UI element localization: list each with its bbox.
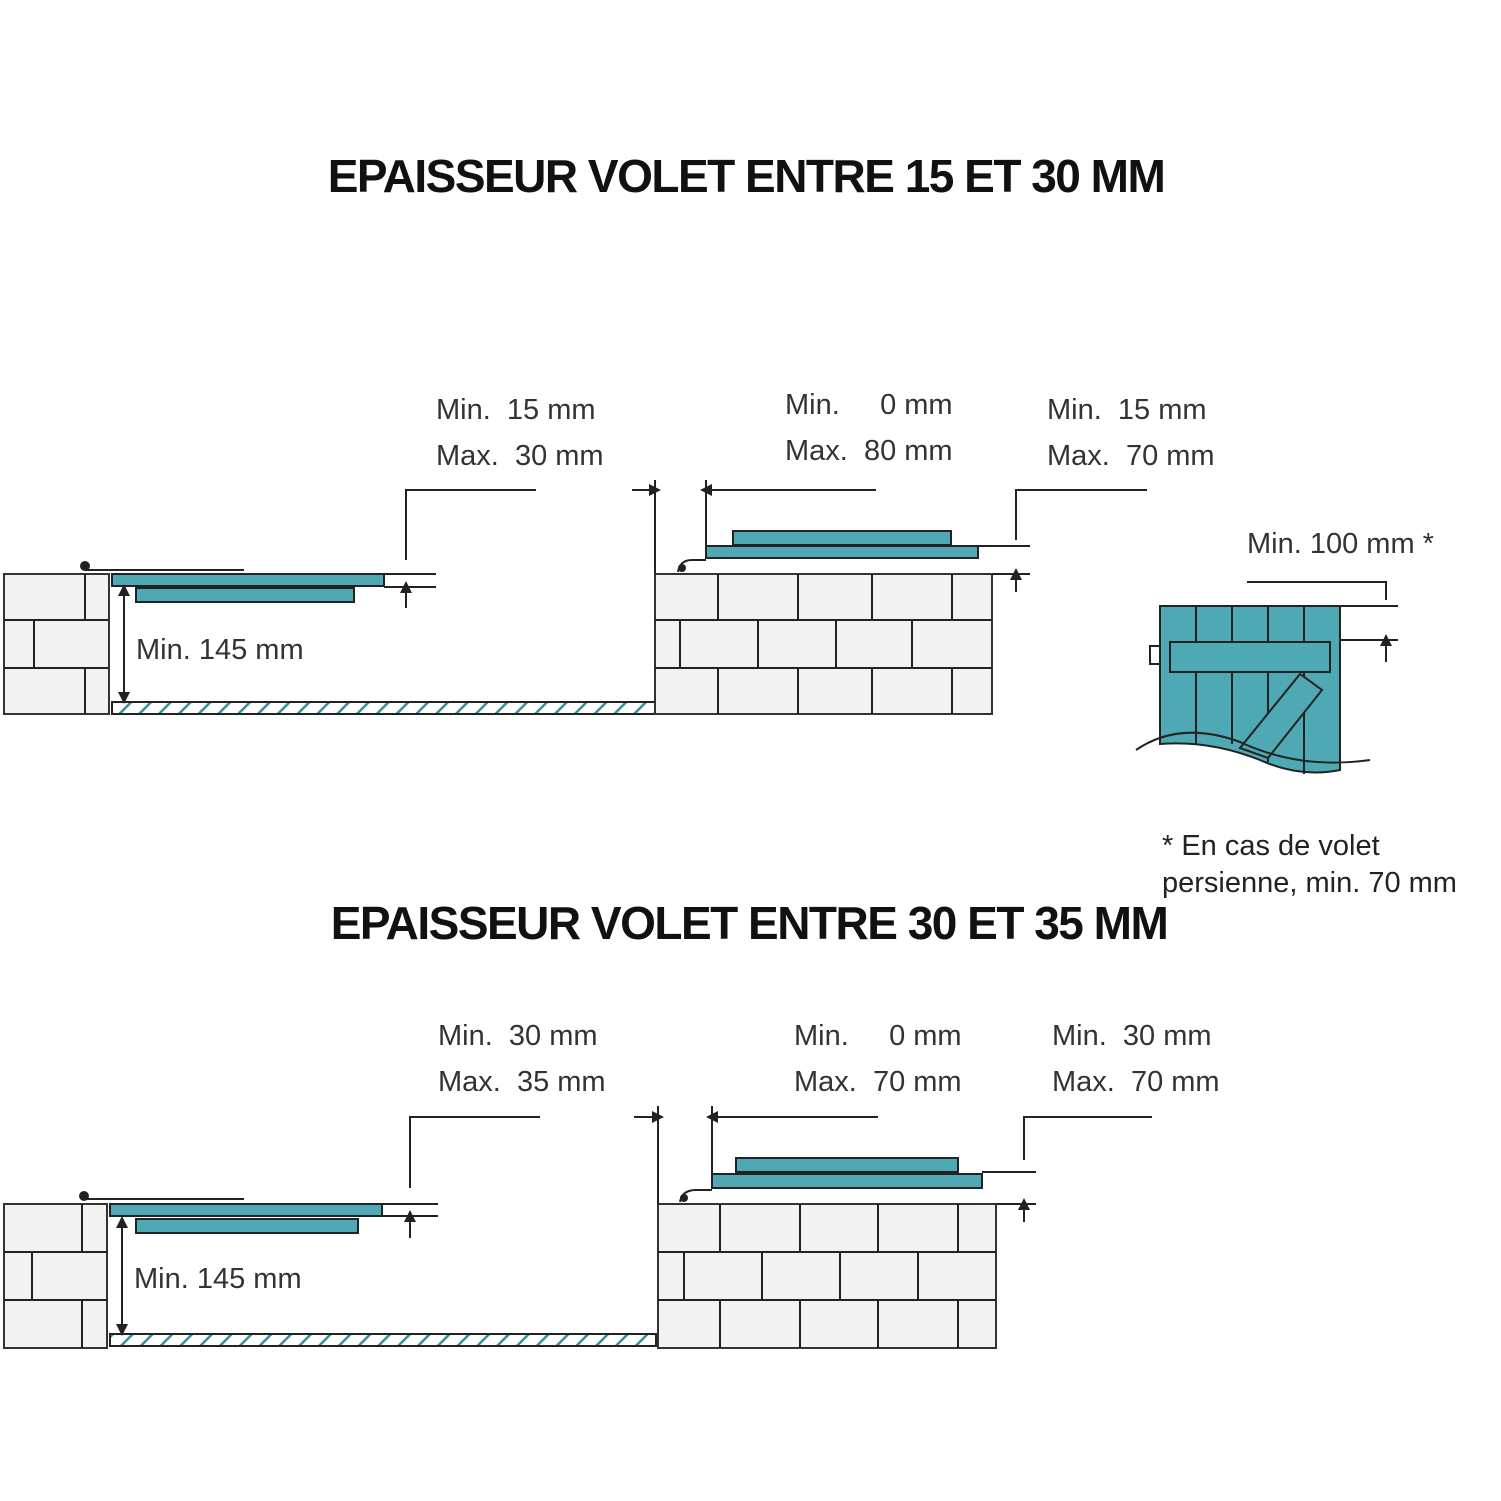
right-dimension-2: [982, 1116, 1152, 1222]
left-label-2-min: Min. 30 mm: [438, 1020, 598, 1052]
shutter-detail-label: Min. 100 mm *: [1247, 528, 1434, 560]
left-dimension-2: [382, 1116, 540, 1238]
middle-label-2-min: Min. 0 mm: [794, 1020, 962, 1052]
right-wall-2: [657, 1203, 997, 1349]
left-label-1-min: Min. 15 mm: [436, 394, 596, 426]
footnote-line-2: persienne, min. 70 mm: [1162, 867, 1457, 899]
right-label-1-min: Min. 15 mm: [1047, 394, 1207, 426]
diagram-2-title: EPAISSEUR VOLET ENTRE 30 ET 35 MM: [331, 897, 1168, 949]
right-label-2-max: Max. 70 mm: [1052, 1066, 1220, 1098]
middle-dimension-1: [632, 480, 876, 574]
left-label-1-max: Max. 30 mm: [436, 440, 604, 472]
floor-1: [111, 701, 656, 715]
left-wall-2: [3, 1203, 108, 1349]
shutter-detail: [1135, 581, 1398, 774]
right-dimension-1: [978, 489, 1147, 592]
depth-label-1: Min. 145 mm: [136, 634, 304, 666]
middle-dimension-2: [634, 1106, 878, 1204]
left-shutter-1: [80, 561, 385, 603]
left-label-2-max: Max. 35 mm: [438, 1066, 606, 1098]
middle-label-1-min: Min. 0 mm: [785, 389, 953, 421]
floor-2: [109, 1333, 657, 1347]
right-label-1-max: Max. 70 mm: [1047, 440, 1215, 472]
footnote-line-1: * En cas de volet: [1162, 830, 1380, 862]
middle-label-2-max: Max. 70 mm: [794, 1066, 962, 1098]
right-shutter-1: [677, 530, 979, 573]
middle-label-1-max: Max. 80 mm: [785, 435, 953, 467]
diagram-1-title: EPAISSEUR VOLET ENTRE 15 ET 30 MM: [328, 150, 1165, 202]
left-wall-1: [3, 573, 110, 715]
left-dimension-1: [384, 489, 536, 608]
depth-label-2: Min. 145 mm: [134, 1263, 302, 1295]
right-wall-1: [654, 573, 993, 715]
left-shutter-2: [79, 1191, 383, 1234]
right-shutter-2: [679, 1157, 983, 1203]
right-label-2-min: Min. 30 mm: [1052, 1020, 1212, 1052]
